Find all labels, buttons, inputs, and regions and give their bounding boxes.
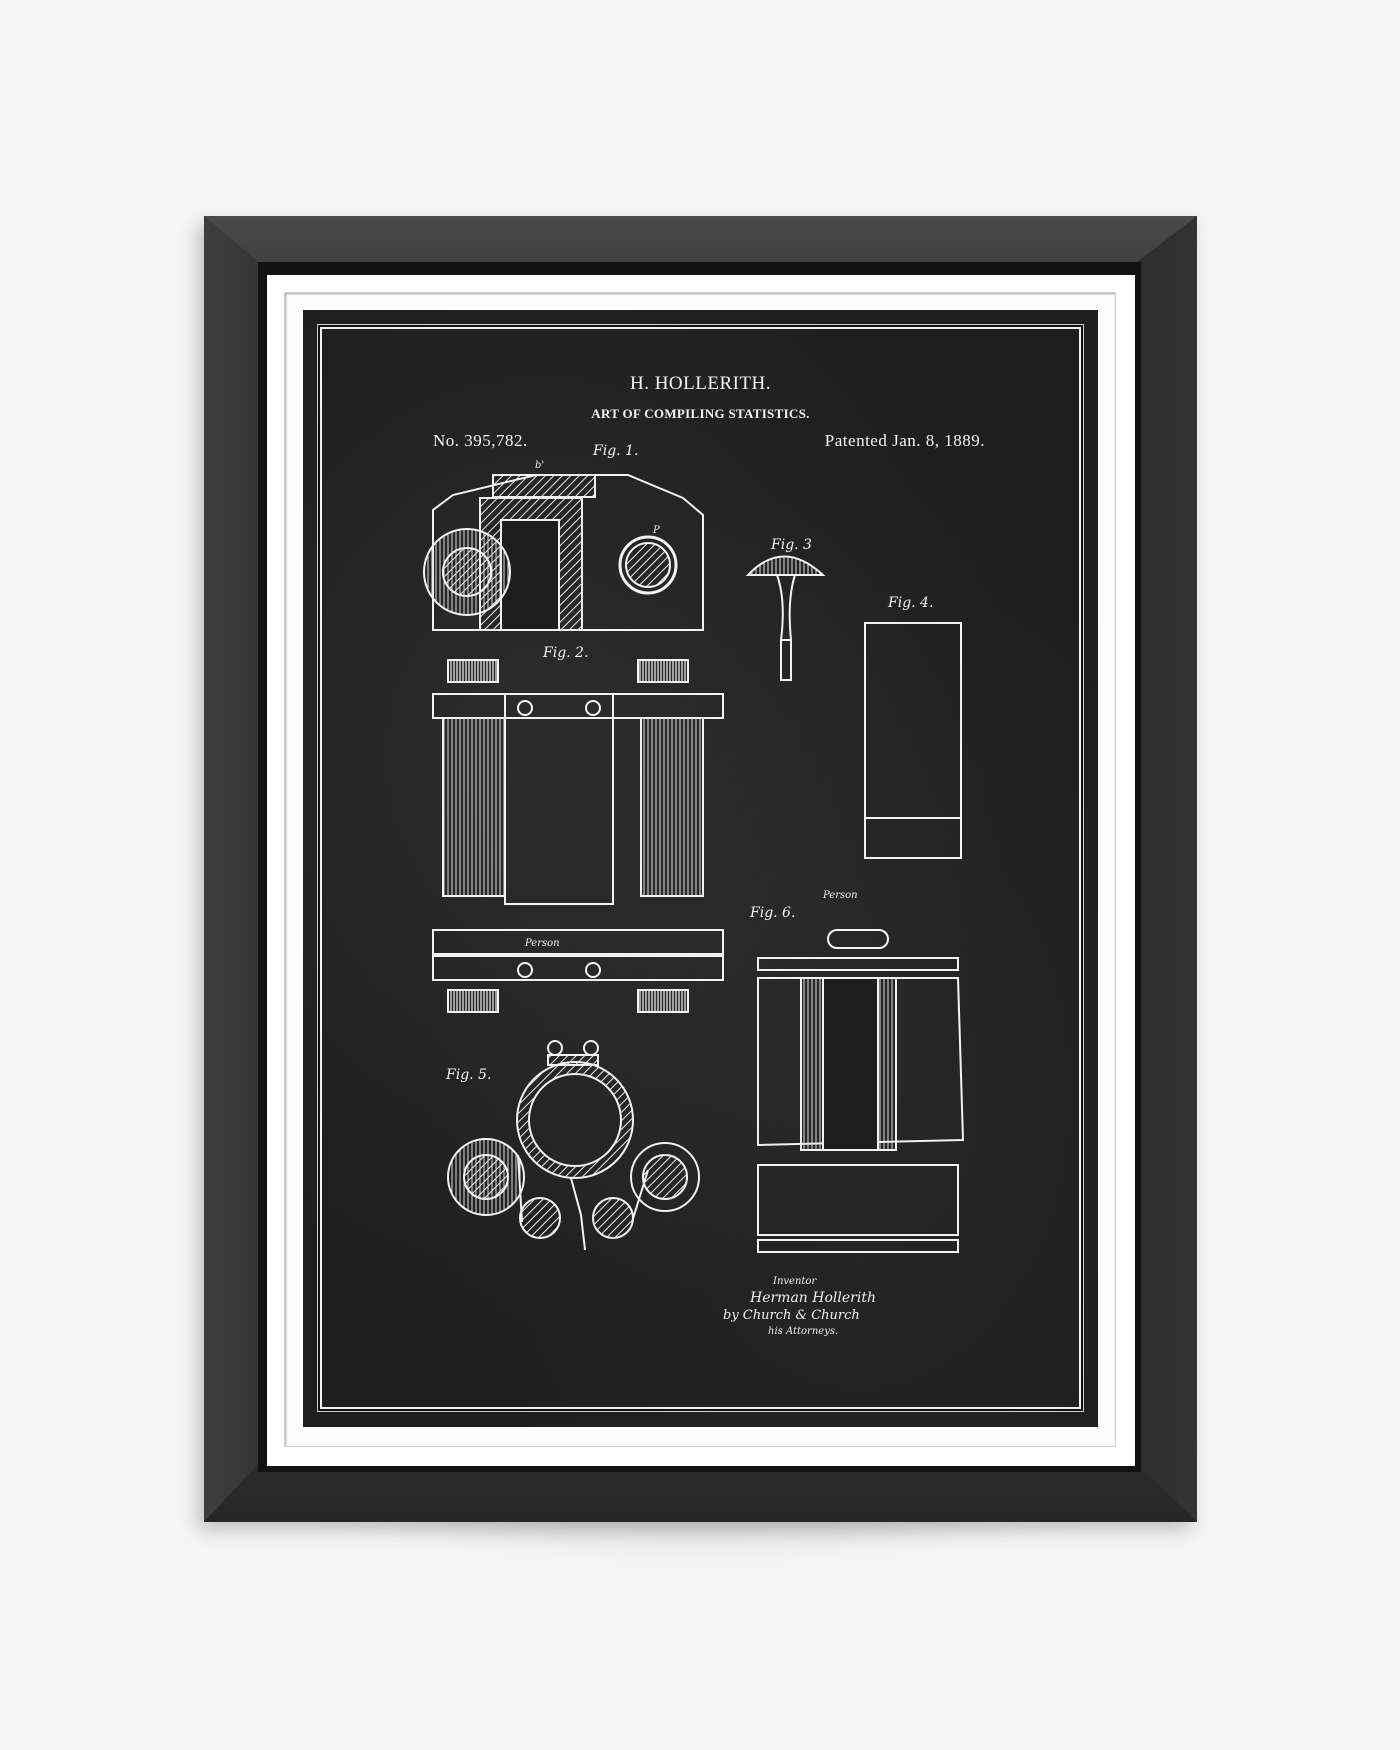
figure-6-drawing [757, 929, 965, 1253]
signature-by-line: by Church & Church [723, 1308, 860, 1323]
fig2-label: Fig. 2. [543, 645, 589, 661]
fig4-person-label: Person [823, 890, 858, 901]
figure-4-drawing [864, 622, 962, 859]
fig2-person-label: Person [525, 938, 560, 949]
fig6-label: Fig. 6. [750, 905, 796, 921]
fig1-mark-p: P [653, 525, 660, 536]
figure-5-drawing [447, 1040, 700, 1251]
poster-border [320, 327, 1081, 1409]
fig1-label: Fig. 1. [593, 443, 639, 459]
signature-heading: Inventor [773, 1276, 817, 1287]
patent-date: Patented Jan. 8, 1889. [824, 431, 985, 450]
signature-name: Herman Hollerith [750, 1290, 876, 1306]
figure-3-drawing [745, 555, 826, 681]
signature-attorneys: his Attorneys. [768, 1326, 839, 1337]
patent-drawing [423, 474, 965, 1253]
figure-2-drawing [432, 659, 724, 1013]
fig1-mark-b: b' [535, 460, 545, 471]
patent-number: No. 395,782. [433, 431, 528, 450]
frame-top-rail [204, 216, 1197, 262]
fig3-label: Fig. 3 [771, 537, 812, 553]
frame-bottom-rail [204, 1464, 1197, 1522]
figure-1-drawing [423, 474, 704, 631]
fig5-label: Fig. 5. [446, 1067, 492, 1083]
inventor-name: H. HOLLERITH. [629, 373, 772, 394]
frame-left-rail [204, 216, 258, 1522]
patent-poster: H. HOLLERITH. ART OF COMPILING STATISTIC… [303, 310, 1098, 1427]
patent-title: ART OF COMPILING STATISTICS. [591, 406, 810, 421]
frame-right-rail [1137, 216, 1197, 1522]
fig4-label: Fig. 4. [888, 595, 934, 611]
